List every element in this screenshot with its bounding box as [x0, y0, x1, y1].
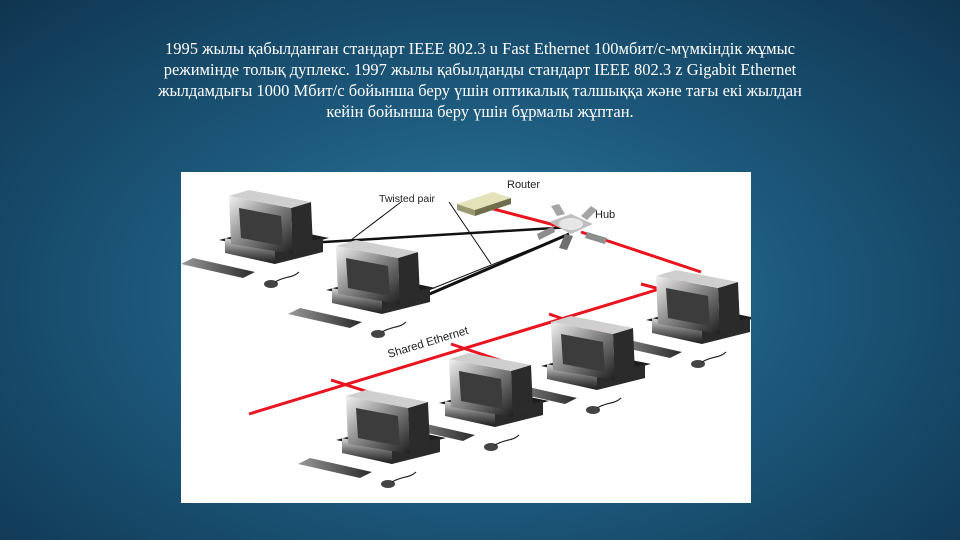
network-diagram: Router Hub Twisted pair Shared Ethernet	[181, 172, 751, 503]
hub-label: Hub	[595, 209, 615, 221]
slide-caption: 1995 жылы қабылданған стандарт IEEE 802.…	[80, 38, 880, 122]
router-icon	[457, 192, 511, 216]
twisted-pair-label: Twisted pair	[379, 193, 436, 205]
computer-1	[181, 189, 330, 289]
caption-line-2: режимінде толық дуплекс. 1997 жылы қабыл…	[163, 60, 797, 79]
shared-ethernet-label: Shared Ethernet	[386, 325, 470, 361]
caption-line-1: 1995 жылы қабылданған стандарт IEEE 802.…	[164, 39, 796, 58]
caption-line-3: жылдамдығы 1000 Мбит/с бойынша беру үшін…	[158, 81, 802, 100]
computer-6	[297, 389, 447, 489]
router-label: Router	[507, 179, 540, 191]
hub-icon	[537, 204, 607, 250]
caption-line-4: кейін бойынша беру үшін бұрмалы жұптан.	[326, 102, 634, 121]
